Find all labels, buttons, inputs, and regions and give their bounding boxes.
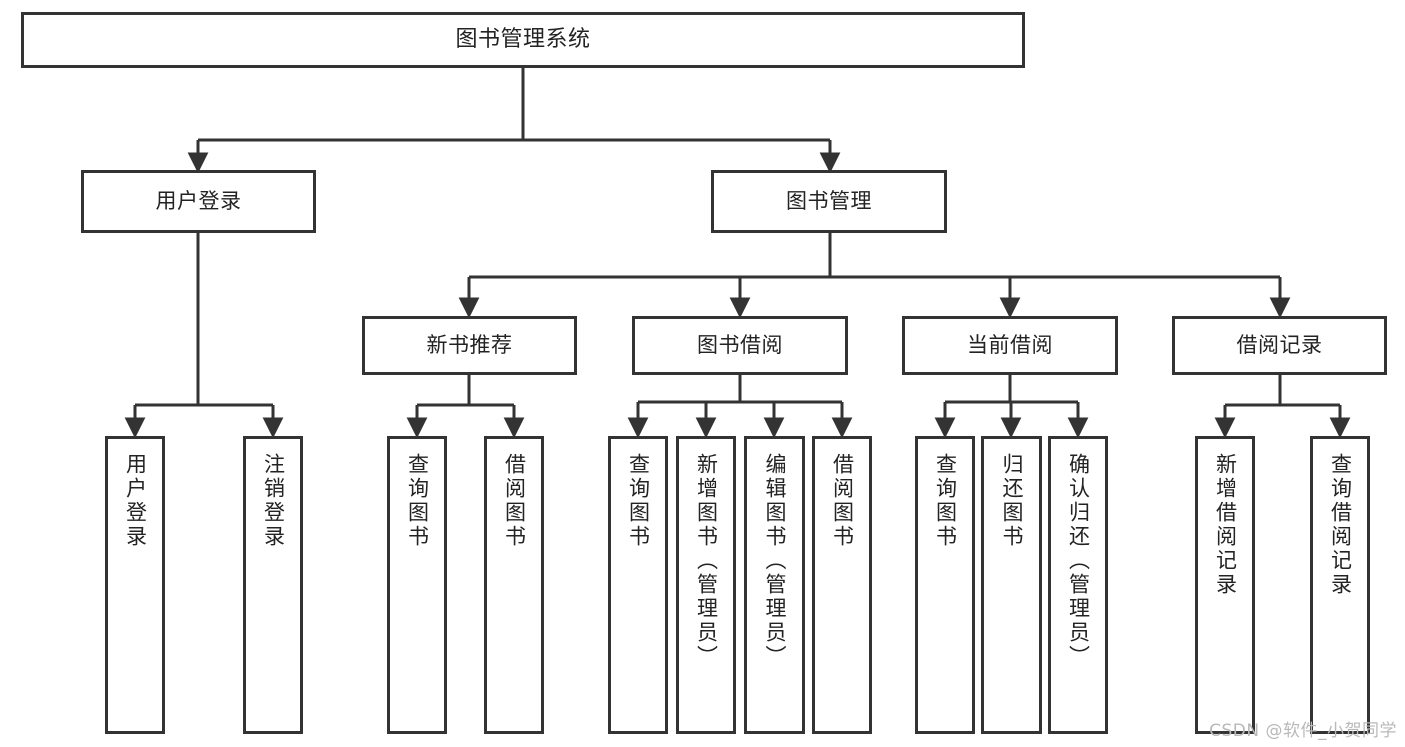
node-leaf-return-book[interactable]: 归还图书: [981, 436, 1042, 734]
node-borrow-record-label: 借阅记录: [1236, 332, 1323, 357]
node-leaf-add-record[interactable]: 新增借阅记录: [1195, 436, 1255, 734]
node-leaf-confirm-return[interactable]: 确认归还（管理员）: [1048, 436, 1108, 734]
node-leaf-query-book-2[interactable]: 查询图书: [608, 436, 668, 734]
node-book-manage-label: 图书管理: [786, 188, 872, 213]
node-leaf-user-login[interactable]: 用户登录: [105, 436, 165, 734]
node-leaf-query-book-3[interactable]: 查询图书: [915, 436, 975, 734]
node-user-login[interactable]: 用户登录: [81, 170, 316, 233]
node-current-borrow-label: 当前借阅: [967, 332, 1053, 357]
node-leaf-borrow-book-2[interactable]: 借阅图书: [812, 436, 872, 734]
node-leaf-user-logout-label: 注销登录: [261, 453, 286, 549]
node-leaf-query-record-label: 查询借阅记录: [1328, 453, 1353, 597]
node-leaf-borrow-book-2-label: 借阅图书: [830, 453, 855, 549]
node-leaf-confirm-return-label: 确认归还（管理员）: [1066, 453, 1091, 669]
node-new-book-rec-label: 新书推荐: [426, 332, 513, 357]
node-current-borrow[interactable]: 当前借阅: [902, 316, 1118, 375]
node-leaf-add-record-label: 新增借阅记录: [1213, 453, 1238, 597]
node-borrow-record[interactable]: 借阅记录: [1172, 316, 1387, 375]
node-leaf-query-book-2-label: 查询图书: [626, 453, 651, 549]
node-new-book-rec[interactable]: 新书推荐: [362, 316, 577, 375]
node-book-borrow-label: 图书借阅: [697, 332, 783, 357]
node-leaf-query-book-1-label: 查询图书: [405, 453, 430, 549]
node-leaf-query-book-3-label: 查询图书: [933, 453, 958, 549]
node-leaf-query-record[interactable]: 查询借阅记录: [1310, 436, 1370, 734]
node-leaf-user-logout[interactable]: 注销登录: [243, 436, 303, 734]
node-leaf-add-book[interactable]: 新增图书（管理员）: [676, 436, 736, 734]
node-leaf-borrow-book-1[interactable]: 借阅图书: [484, 436, 544, 734]
node-leaf-edit-book-label: 编辑图书（管理员）: [763, 453, 787, 669]
node-book-borrow[interactable]: 图书借阅: [632, 316, 848, 375]
node-leaf-return-book-label: 归还图书: [1000, 453, 1024, 549]
node-book-manage[interactable]: 图书管理: [711, 170, 947, 233]
node-user-login-label: 用户登录: [155, 188, 242, 213]
node-leaf-user-login-label: 用户登录: [123, 453, 148, 549]
node-leaf-borrow-book-1-label: 借阅图书: [502, 453, 527, 549]
node-root[interactable]: 图书管理系统: [21, 12, 1025, 68]
node-leaf-add-book-label: 新增图书（管理员）: [694, 453, 719, 669]
node-leaf-query-book-1[interactable]: 查询图书: [387, 436, 447, 734]
watermark: CSDN @软件_小贺同学: [1209, 721, 1397, 741]
node-root-label: 图书管理系统: [455, 26, 591, 52]
node-leaf-edit-book[interactable]: 编辑图书（管理员）: [744, 436, 805, 734]
